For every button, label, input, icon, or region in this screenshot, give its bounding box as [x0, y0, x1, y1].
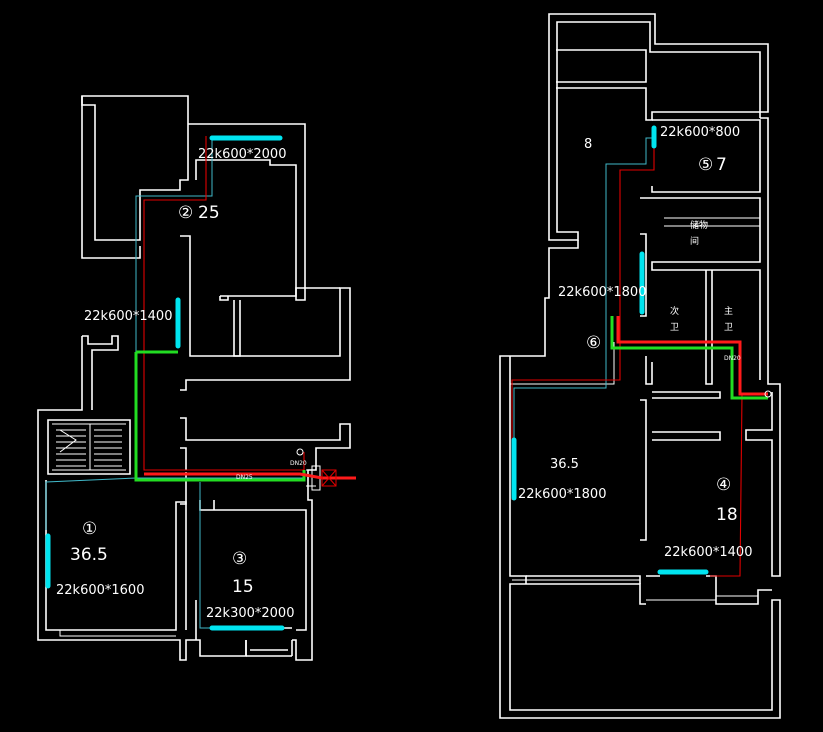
- room-area: 7: [716, 155, 727, 175]
- room-name: 主: [724, 305, 733, 317]
- left-main-supply: [144, 472, 356, 480]
- right-main-pipe: [610, 316, 768, 400]
- room-name: 储物: [690, 219, 708, 231]
- left-supply-pipe: [143, 136, 305, 471]
- room-name: 次: [670, 305, 679, 317]
- room-area: 18: [716, 505, 738, 525]
- radiator-label: 22k600*1800: [518, 487, 606, 502]
- room-name: 卫: [724, 323, 733, 333]
- left-main-pipe: [134, 350, 306, 482]
- room-number: ①: [82, 519, 97, 539]
- radiator-label: 22k600*1400: [84, 309, 172, 324]
- valve-icon: [321, 469, 337, 487]
- pipe-size-label: DN25: [236, 474, 253, 481]
- room-number: ④: [716, 475, 731, 495]
- left-return-pipe: [45, 136, 304, 629]
- room-number: ⑤: [698, 155, 713, 175]
- riser-icon: [296, 448, 304, 456]
- room-area: 25: [198, 203, 220, 223]
- right-main-supply: [616, 316, 768, 396]
- radiator-label: 22k600*1800: [558, 285, 646, 300]
- left-radiators: [45, 135, 285, 631]
- room-area: 15: [232, 577, 254, 597]
- radiator-label: 22k600*1600: [56, 583, 144, 598]
- radiator-label: 22k600*1400: [664, 545, 752, 560]
- right-pipes: [511, 137, 772, 577]
- left-floor-plan: 22k600*2000 22k600*1400 22k600*1600 22k3…: [37, 95, 356, 661]
- pipe-size-label: DN20: [290, 460, 307, 467]
- left-pipes: [45, 136, 356, 629]
- right-supply-pipe: [511, 146, 743, 577]
- right-radiators: [511, 125, 709, 575]
- room-name: 间: [690, 235, 699, 247]
- left-walls: [37, 95, 351, 661]
- right-return-pipe: [513, 137, 652, 440]
- right-floor-plan: 22k600*800 22k600*1800 22k600*1800 22k60…: [499, 13, 781, 719]
- pipe-size-label: DN20: [724, 355, 741, 362]
- right-walls: [499, 13, 781, 719]
- room-name: 卫: [670, 323, 679, 333]
- room-area: 36.5: [70, 545, 108, 565]
- room-area: 36.5: [550, 457, 579, 472]
- room-area: 8: [584, 137, 592, 152]
- riser-icon: [764, 390, 772, 398]
- radiator-label: 22k300*2000: [206, 606, 294, 621]
- room-number: ②: [178, 203, 193, 223]
- radiator-label: 22k600*800: [660, 125, 740, 140]
- radiator-label: 22k600*2000: [198, 147, 286, 162]
- room-number: ③: [232, 549, 247, 569]
- room-number: ⑥: [586, 333, 601, 353]
